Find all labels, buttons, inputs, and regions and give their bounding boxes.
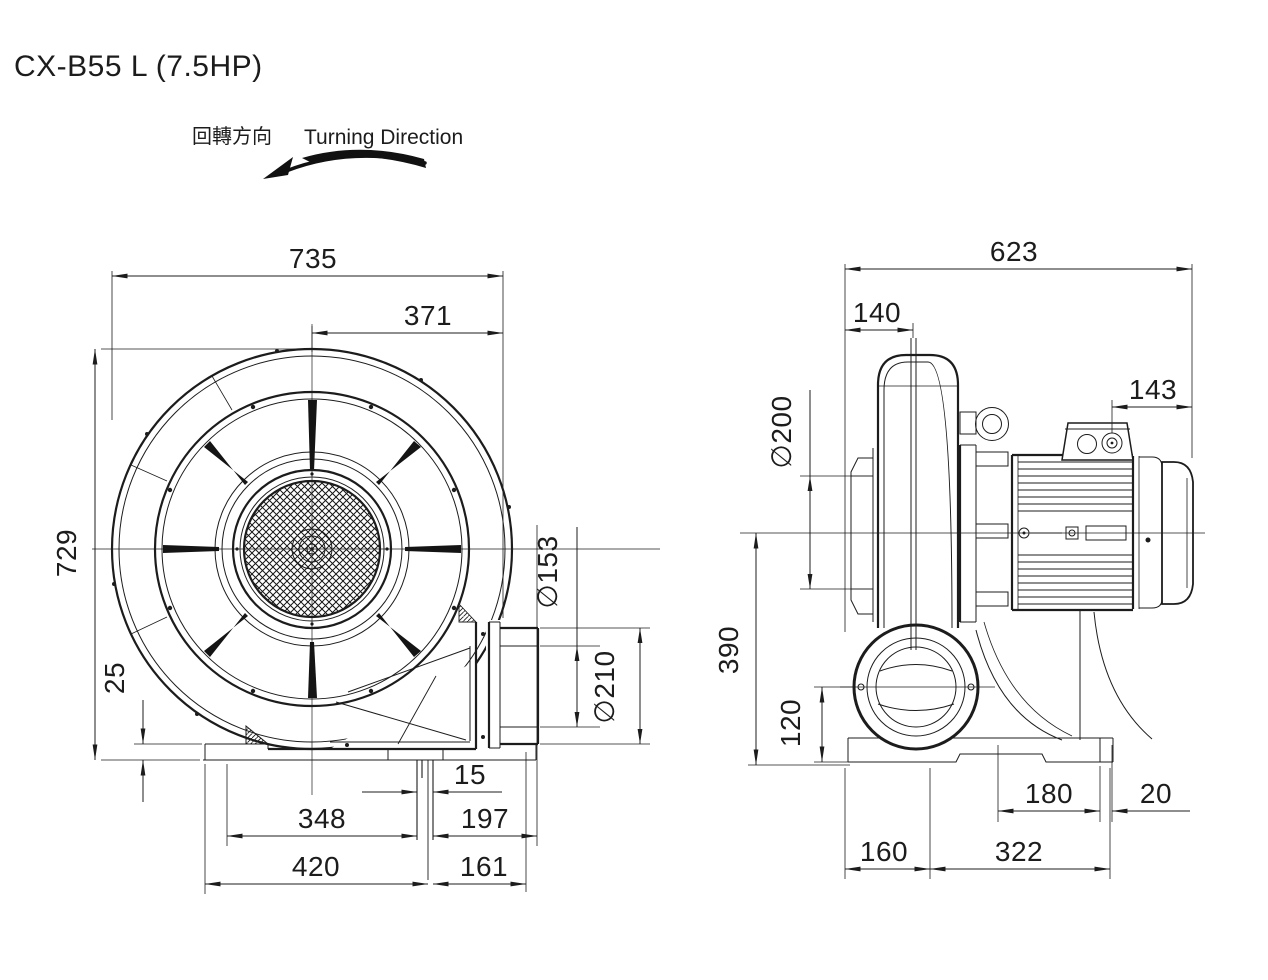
- dim-label-143: 143: [1129, 374, 1177, 405]
- dim-label-735: 735: [289, 243, 337, 274]
- casing-corner-hatch: [458, 602, 478, 623]
- dim-side-140: 140: [844, 297, 914, 333]
- front-extension-lines: [101, 271, 650, 894]
- front-dimensions: 735 371 729 25 ∅153: [51, 243, 650, 894]
- turning-direction-arrow: [263, 149, 427, 179]
- drain-tab: [416, 760, 434, 880]
- volute-cutaway: [330, 660, 476, 749]
- terminal-box: [1061, 422, 1134, 461]
- dim-front-15: 15: [362, 759, 502, 795]
- dim-front-348: 348: [226, 803, 418, 839]
- dim-label-phi210: ∅210: [589, 650, 620, 723]
- diffuser-lines: [335, 647, 471, 745]
- dim-side-390: 390: [713, 532, 759, 766]
- dim-label-161: 161: [460, 851, 508, 882]
- dim-label-180: 180: [1025, 778, 1073, 809]
- motor-fins: [1018, 461, 1133, 605]
- front-view: 735 371 729 25 ∅153: [51, 243, 660, 894]
- dim-front-735: 735: [111, 243, 504, 279]
- dim-label-phi153: ∅153: [532, 535, 563, 608]
- flange-bolts: [112, 349, 511, 747]
- drawing-title: CX-B55 L (7.5HP): [14, 50, 263, 83]
- dim-side-623: 623: [844, 236, 1193, 272]
- dim-side-322: 322: [929, 836, 1111, 872]
- dim-label-160: 160: [860, 836, 908, 867]
- turning-direction: 回轉方向 Turning Direction: [192, 125, 463, 179]
- dim-side-120: 120: [775, 686, 825, 763]
- dim-label-371: 371: [404, 300, 452, 331]
- foot-hatch: [245, 724, 270, 745]
- dim-side-180: 180: [997, 778, 1101, 814]
- turning-direction-label-zh: 回轉方向: [192, 125, 272, 148]
- dim-label-623: 623: [990, 236, 1038, 267]
- dim-side-200: ∅200: [766, 390, 813, 589]
- inlet-spokes: [163, 400, 461, 698]
- dim-side-160: 160: [844, 836, 931, 872]
- dim-label-322: 322: [995, 836, 1043, 867]
- blower-housing-side: [850, 353, 1009, 629]
- dim-label-420: 420: [292, 851, 340, 882]
- motor: [1010, 422, 1194, 612]
- dim-front-371: 371: [311, 300, 504, 336]
- dim-label-120: 120: [775, 699, 806, 747]
- front-base: [203, 724, 537, 880]
- dim-label-20: 20: [1140, 778, 1172, 809]
- pedestal: [975, 610, 1153, 741]
- dim-label-15: 15: [454, 759, 486, 790]
- dim-front-210: ∅210: [589, 628, 643, 744]
- dim-front-729: 729: [51, 348, 98, 761]
- inlet-grille: [231, 468, 393, 630]
- dim-side-143: 143: [1111, 374, 1193, 410]
- dim-front-153: ∅153: [532, 527, 580, 727]
- dim-label-729: 729: [51, 529, 82, 577]
- dim-front-161: 161: [432, 851, 527, 887]
- casing-seams: [130, 375, 233, 635]
- housing-center-bar: [910, 338, 917, 650]
- dim-label-390: 390: [713, 626, 744, 674]
- side-extension-lines: [748, 264, 1193, 879]
- side-view: 623 140 143 ∅200 390 120: [713, 236, 1205, 879]
- dim-label-25: 25: [99, 662, 130, 694]
- eye-bolt: [959, 407, 1009, 441]
- outlet-transition: [458, 602, 478, 749]
- motor-end-bracket: [1131, 456, 1163, 609]
- side-dimensions: 623 140 143 ∅200 390 120: [713, 236, 1193, 879]
- dim-side-20: 20: [1111, 778, 1190, 814]
- dim-front-197: 197: [432, 803, 538, 839]
- inlet-stub: [850, 448, 879, 622]
- dim-front-25: 25: [99, 662, 146, 802]
- dim-front-420: 420: [204, 851, 429, 887]
- outlet-duct: [481, 620, 542, 750]
- dim-label-348: 348: [298, 803, 346, 834]
- dim-label-140: 140: [853, 297, 901, 328]
- dim-label-phi200: ∅200: [766, 395, 797, 468]
- dim-label-197: 197: [461, 803, 509, 834]
- turning-direction-label-en: Turning Direction: [304, 126, 463, 149]
- mounting-flange: [958, 444, 1009, 623]
